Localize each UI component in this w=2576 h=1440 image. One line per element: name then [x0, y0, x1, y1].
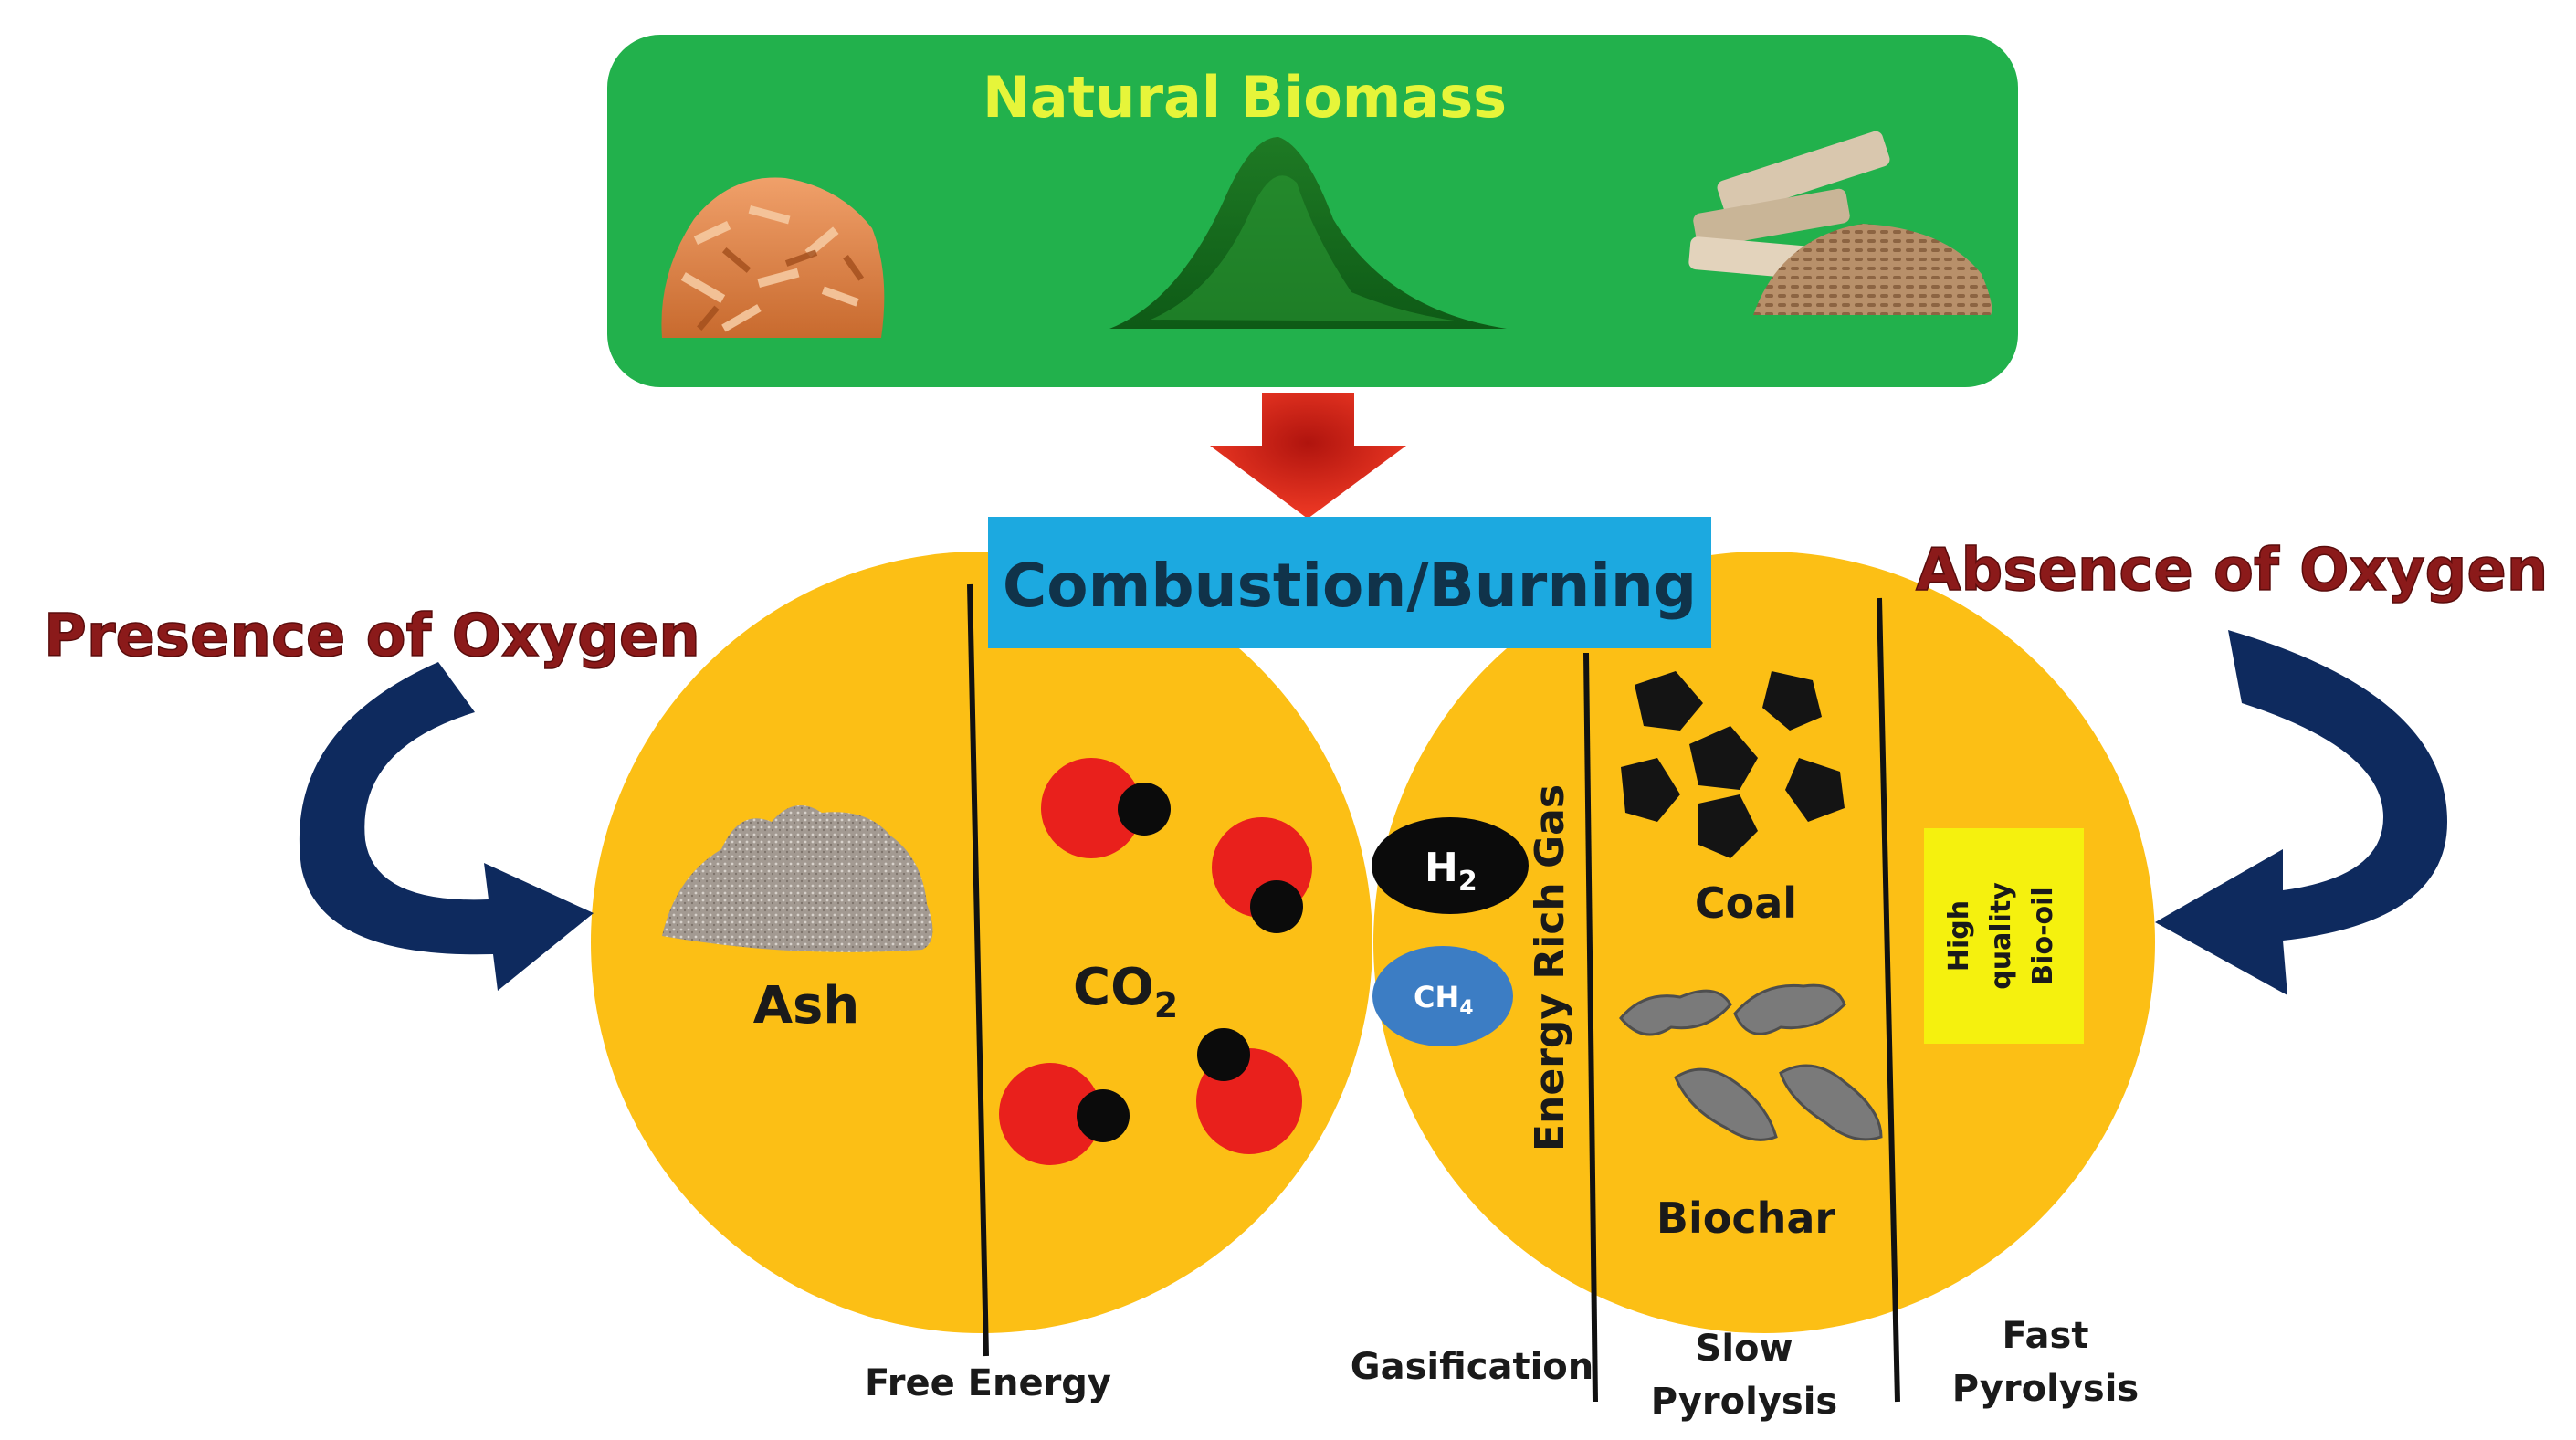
h2-molecule-icon — [1372, 817, 1529, 914]
combustion-burning-label: Combustion/Burning — [1003, 551, 1697, 621]
ch4-molecule-icon — [1372, 946, 1513, 1046]
divider-line-left — [967, 583, 989, 1357]
gasification-label: Gasification — [1351, 1346, 1593, 1388]
h2-label: H2 — [1425, 845, 1477, 898]
co2-molecule-icon — [1212, 817, 1312, 933]
combustion-burning-box — [988, 517, 1711, 648]
absence-of-oxygen-label: Absence of Oxygen — [1916, 537, 2548, 604]
co2-molecule-icon — [1041, 758, 1171, 858]
co2-molecule-icon — [1196, 1028, 1302, 1154]
coal-label: Coal — [1695, 878, 1797, 928]
ash-pile-image — [662, 805, 933, 952]
svg-text:High: High — [1943, 900, 1975, 972]
free-energy-label: Free Energy — [865, 1362, 1111, 1404]
ash-label: Ash — [753, 976, 860, 1035]
svg-text:quality: quality — [1985, 882, 2017, 990]
right-curved-arrow-icon — [2155, 630, 2447, 995]
presence-of-oxygen-label: Presence of Oxygen — [44, 603, 700, 670]
fast-pyrolysis-label-line1: Fast — [2003, 1315, 2089, 1357]
co2-label: CO2 — [1073, 958, 1178, 1025]
green-powder-image — [1109, 137, 1507, 329]
left-curved-arrow-icon — [299, 662, 594, 991]
biochar-pieces-image — [1619, 983, 1883, 1141]
divider-line-middle — [1583, 652, 1598, 1403]
bio-oil-label: High quality Bio-oil — [1943, 882, 2059, 990]
slow-pyrolysis-label-line2: Pyrolysis — [1651, 1381, 1837, 1423]
natural-biomass-title: Natural Biomass — [983, 64, 1507, 131]
coal-pieces-image — [1621, 671, 1845, 858]
right-circle-absence-oxygen — [1373, 552, 2155, 1333]
energy-rich-gas-label: Energy Rich Gas — [1527, 784, 1573, 1151]
wood-logs-pellets-image — [1688, 131, 1992, 315]
co2-molecule-icon — [999, 1063, 1130, 1165]
biochar-label: Biochar — [1656, 1193, 1835, 1243]
slow-pyrolysis-label-line1: Slow — [1696, 1328, 1793, 1370]
left-circle-presence-oxygen — [591, 552, 1372, 1333]
bio-oil-box — [1924, 828, 2084, 1044]
down-arrow-icon — [1210, 393, 1406, 519]
wood-chips-image — [661, 177, 885, 338]
svg-text:Bio-oil: Bio-oil — [2027, 887, 2059, 984]
divider-line-right — [1877, 597, 1900, 1403]
ch4-label: CH4 — [1414, 980, 1474, 1020]
fast-pyrolysis-label-line2: Pyrolysis — [1952, 1368, 2139, 1410]
